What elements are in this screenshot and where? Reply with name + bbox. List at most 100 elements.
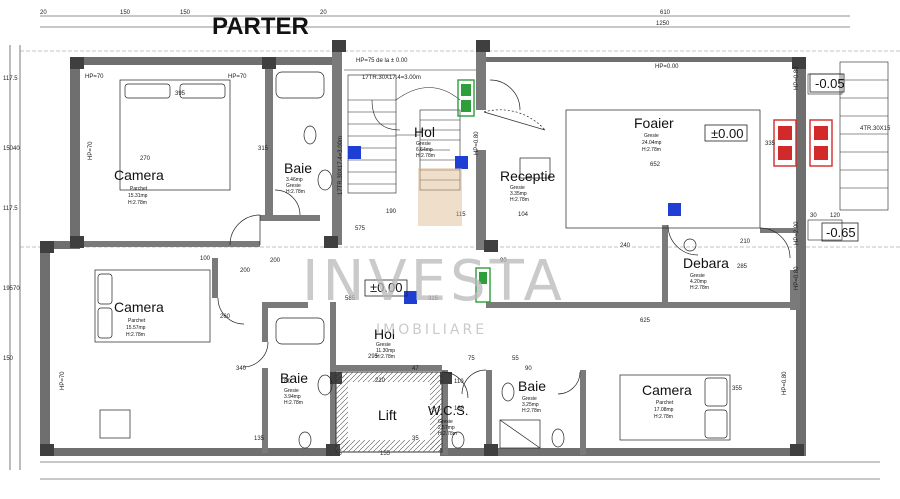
svg-text:200: 200 <box>240 268 251 274</box>
svg-text:117.5: 117.5 <box>3 76 18 82</box>
svg-text:340: 340 <box>236 366 247 372</box>
svg-text:1250: 1250 <box>656 21 670 27</box>
exterior-stairs-note: 4TR.30X15 <box>860 126 891 132</box>
doors <box>217 79 791 399</box>
room-lift: Lift <box>378 407 397 423</box>
svg-text:H:2.78m: H:2.78m <box>284 400 303 406</box>
svg-text:260: 260 <box>220 314 231 320</box>
svg-text:270: 270 <box>140 156 151 162</box>
svg-text:Camera: Camera <box>642 382 692 398</box>
svg-text:135: 135 <box>254 436 265 442</box>
room-baie-3: Baie Gresie 3.25mp H:2.78m <box>518 378 546 414</box>
svg-text:20: 20 <box>320 10 327 16</box>
svg-text:HP=0.80: HP=0.80 <box>794 66 800 90</box>
stairs-top-note: HP=75 de la ± 0.00 <box>356 58 408 64</box>
svg-text:155: 155 <box>380 451 391 457</box>
hp-notes: HP=70 HP=70 HP=70 HP=2.00 HP=0.80 HP=0.8… <box>60 64 800 395</box>
svg-text:652: 652 <box>650 162 661 168</box>
svg-text:3.35mp: 3.35mp <box>510 191 527 197</box>
svg-text:Baie: Baie <box>518 378 546 394</box>
svg-text:Parchet: Parchet <box>130 186 148 192</box>
svg-text:625: 625 <box>640 318 651 324</box>
staircase <box>344 69 476 194</box>
level-ext-1: -0.05 <box>815 76 845 91</box>
svg-text:HP=0.80: HP=0.80 <box>474 131 480 155</box>
watermark-line2: IMOBILIARE <box>376 322 487 338</box>
room-foaier: Foaier Gresie 24.04mp H:2.78m <box>634 115 674 153</box>
svg-text:585: 585 <box>345 296 356 302</box>
svg-text:355: 355 <box>732 386 743 392</box>
svg-text:610: 610 <box>660 10 671 16</box>
svg-text:H:2.78m: H:2.78m <box>416 153 435 159</box>
svg-text:395: 395 <box>175 91 186 97</box>
svg-text:2.57mp: 2.57mp <box>438 425 455 431</box>
outer-walls <box>40 57 806 456</box>
level-boxes <box>364 73 859 297</box>
svg-text:Lift: Lift <box>378 407 397 423</box>
room-camera-1: Camera Parchet 15.31mp H:2.78m <box>114 167 164 206</box>
svg-text:Baie: Baie <box>280 370 308 386</box>
watermark-logo-mark <box>418 168 462 226</box>
room-wcs: W.C.S. Gresie 2.57mp H:2.78m <box>428 403 468 437</box>
watermark: INVESTA IMOBILIARE <box>302 168 566 338</box>
svg-text:Gresie: Gresie <box>438 419 453 425</box>
svg-text:HP=0.80: HP=0.80 <box>794 266 800 290</box>
svg-text:HP=0.80: HP=0.80 <box>782 371 788 395</box>
room-baie-2: Baie Gresie 3.94mp H:2.78m <box>280 370 308 406</box>
svg-text:HP=70: HP=70 <box>88 141 94 160</box>
svg-text:Foaier: Foaier <box>634 115 674 131</box>
svg-text:30: 30 <box>810 213 817 219</box>
svg-text:Gresie: Gresie <box>376 342 391 348</box>
svg-text:Camera: Camera <box>114 167 164 183</box>
svg-text:Gresie: Gresie <box>286 183 301 189</box>
svg-text:H:2.78m: H:2.78m <box>286 189 305 195</box>
svg-text:150: 150 <box>180 10 191 16</box>
svg-text:75: 75 <box>468 356 475 362</box>
svg-text:335: 335 <box>765 141 776 147</box>
svg-text:HP=2.00: HP=2.00 <box>794 221 800 245</box>
svg-text:HP=70: HP=70 <box>228 74 247 80</box>
svg-text:160: 160 <box>454 406 465 412</box>
svg-text:20: 20 <box>40 10 47 16</box>
svg-text:47: 47 <box>412 366 419 372</box>
columns <box>40 40 806 456</box>
svg-text:24.04mp: 24.04mp <box>642 140 662 146</box>
svg-text:575: 575 <box>355 226 366 232</box>
svg-text:210: 210 <box>740 239 751 245</box>
svg-text:295: 295 <box>368 354 379 360</box>
svg-text:150: 150 <box>3 356 14 362</box>
svg-text:H:2.78m: H:2.78m <box>128 200 147 206</box>
svg-text:Parchet: Parchet <box>128 318 146 324</box>
svg-text:Gresie: Gresie <box>690 273 705 279</box>
svg-text:3.46mp: 3.46mp <box>286 177 303 183</box>
room-baie-1: Baie 3.46mp Gresie H:2.78m <box>284 160 312 195</box>
dims-top: 150 150 20 20 610 1250 <box>40 10 671 27</box>
lift-shaft <box>335 371 443 453</box>
svg-text:70: 70 <box>13 286 20 292</box>
svg-text:6.64mp: 6.64mp <box>416 147 433 153</box>
svg-text:104: 104 <box>518 212 529 218</box>
svg-text:90: 90 <box>500 258 507 264</box>
svg-text:Gresie: Gresie <box>522 396 537 402</box>
svg-text:Camera: Camera <box>114 299 164 315</box>
svg-text:115: 115 <box>456 212 466 218</box>
dims-left: 117.5 150 40 117.5 195 70 150 <box>3 76 20 362</box>
stairs-side-note: 17TR.30X17.4=3.00m <box>338 136 344 195</box>
svg-text:200: 200 <box>270 258 281 264</box>
svg-text:H:2.78m: H:2.78m <box>510 197 529 203</box>
svg-text:H:2.78m: H:2.78m <box>654 414 673 420</box>
svg-text:Receptie: Receptie <box>500 168 555 184</box>
svg-text:100: 100 <box>200 256 211 262</box>
svg-text:11.30mp: 11.30mp <box>376 348 395 354</box>
svg-text:17.08mp: 17.08mp <box>654 407 674 413</box>
svg-text:Gresie: Gresie <box>510 185 525 191</box>
watermark-line1: INVESTA <box>302 249 566 314</box>
svg-text:150: 150 <box>120 10 131 16</box>
room-hol-2: Hol Gresie 11.30mp H:2.78m <box>374 326 395 360</box>
svg-text:Parchet: Parchet <box>656 400 674 406</box>
room-hol-1: Hol Gresie 6.64mp H:2.78m <box>414 124 435 159</box>
svg-text:195: 195 <box>3 286 14 292</box>
svg-text:H:2.78m: H:2.78m <box>126 332 145 338</box>
level-main-2: ±0.00 <box>370 280 402 295</box>
